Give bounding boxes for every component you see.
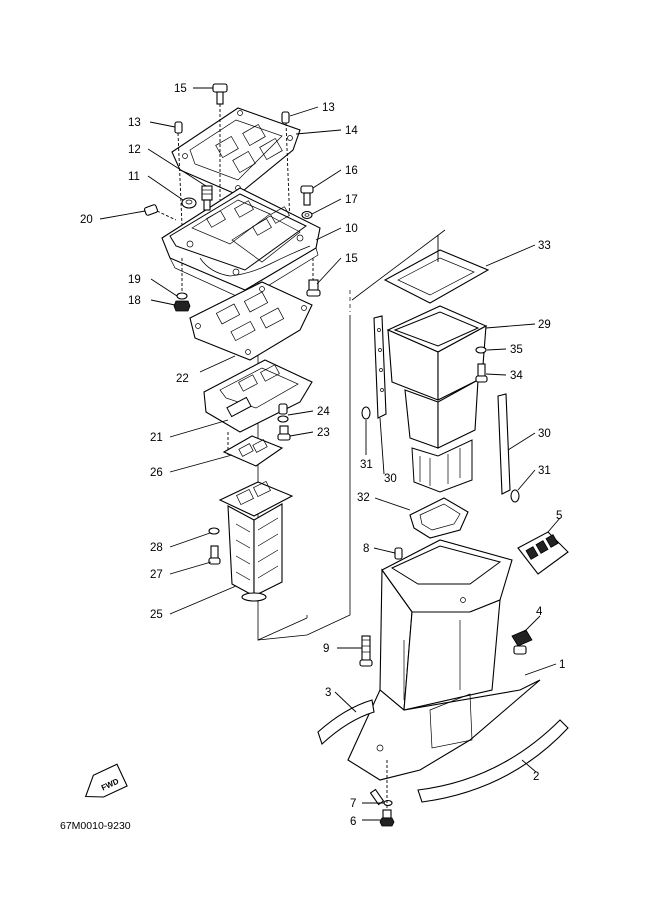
part-8-dowel xyxy=(394,547,403,560)
callout-31-left: 31 xyxy=(360,459,373,471)
part-17-washer xyxy=(301,210,313,220)
part-10-upper-housing xyxy=(161,187,321,301)
part-16-bolt xyxy=(300,185,314,206)
callout-16: 16 xyxy=(345,165,358,177)
leader-lines xyxy=(99,87,561,821)
callout-32: 32 xyxy=(357,492,370,504)
callout-22: 22 xyxy=(176,373,189,385)
callout-20: 20 xyxy=(80,214,93,226)
part-26-gasket xyxy=(222,435,284,467)
part-11-grommet xyxy=(181,197,197,209)
callout-21: 21 xyxy=(150,432,163,444)
callout-29: 29 xyxy=(538,319,551,331)
part-32-seal xyxy=(409,497,469,539)
callout-23: 23 xyxy=(317,427,330,439)
callout-15-lower: 15 xyxy=(345,253,358,265)
callout-35: 35 xyxy=(510,344,523,356)
callout-6: 6 xyxy=(350,816,356,828)
callout-30-right: 30 xyxy=(538,428,551,440)
callout-18: 18 xyxy=(128,295,141,307)
part-6-bolt xyxy=(379,760,395,827)
forward-arrow-icon: FWD xyxy=(84,763,128,798)
callout-25: 25 xyxy=(150,609,163,621)
part-4-plug xyxy=(511,629,533,655)
part-19-washer xyxy=(176,292,188,300)
callout-24: 24 xyxy=(317,406,330,418)
callout-26: 26 xyxy=(150,467,163,479)
part-30-gasket-left xyxy=(373,315,387,419)
part-30-gasket-right xyxy=(497,393,511,495)
callout-3: 3 xyxy=(325,687,331,699)
callout-labels: 15 13 13 14 12 16 11 17 20 10 15 19 18 2… xyxy=(80,83,565,828)
callout-34: 34 xyxy=(510,370,523,382)
callout-12: 12 xyxy=(128,144,141,156)
callout-27: 27 xyxy=(150,569,163,581)
callout-5: 5 xyxy=(556,510,562,522)
part-2-rubber-seal xyxy=(417,719,569,803)
callout-4: 4 xyxy=(536,606,543,618)
part-20-fitting xyxy=(144,204,177,221)
callout-11: 11 xyxy=(128,171,140,183)
part-1-lower-housing xyxy=(347,539,541,781)
callout-28: 28 xyxy=(150,542,163,554)
callout-30-left: 30 xyxy=(384,473,397,485)
part-9-bolt xyxy=(359,635,373,667)
part-25-exhaust-guide xyxy=(218,480,294,602)
callout-7: 7 xyxy=(350,798,356,810)
callout-1: 1 xyxy=(559,659,565,671)
part-33-gasket xyxy=(383,235,490,304)
callout-31-right: 31 xyxy=(538,465,551,477)
part-18-nut xyxy=(173,258,191,312)
part-23-bolt xyxy=(277,425,291,441)
part-12-fitting xyxy=(201,185,213,211)
callout-19: 19 xyxy=(128,274,141,286)
part-28-washer xyxy=(208,527,220,535)
part-31-pin-right xyxy=(510,489,520,503)
callout-8: 8 xyxy=(363,543,369,555)
part-5-strainer xyxy=(517,531,569,575)
callout-14: 14 xyxy=(345,125,358,137)
callout-13-right: 13 xyxy=(322,102,335,114)
part-3-rubber-seal xyxy=(317,699,375,745)
part-21-exhaust-manifold xyxy=(203,359,313,456)
callout-13-left: 13 xyxy=(128,117,141,129)
part-27-bolt xyxy=(208,545,221,565)
part-24-collar xyxy=(277,403,289,423)
part-15-bolt-lower xyxy=(306,258,321,297)
callout-33: 33 xyxy=(538,240,551,252)
drawing-code: 67M0010-9230 xyxy=(60,820,131,832)
callout-9: 9 xyxy=(323,643,329,655)
callout-17: 17 xyxy=(345,194,358,206)
callout-2: 2 xyxy=(533,771,539,783)
part-22-gasket xyxy=(189,281,313,361)
part-14-gasket xyxy=(171,107,301,196)
callout-15-top: 15 xyxy=(174,83,187,95)
part-31-pin-left xyxy=(361,406,371,420)
part-29-oil-pan xyxy=(386,305,488,493)
callout-10: 10 xyxy=(345,223,358,235)
part-13-dowel-pins xyxy=(174,111,291,226)
part-35-washer xyxy=(475,346,487,354)
part-34-bolt xyxy=(475,363,488,383)
